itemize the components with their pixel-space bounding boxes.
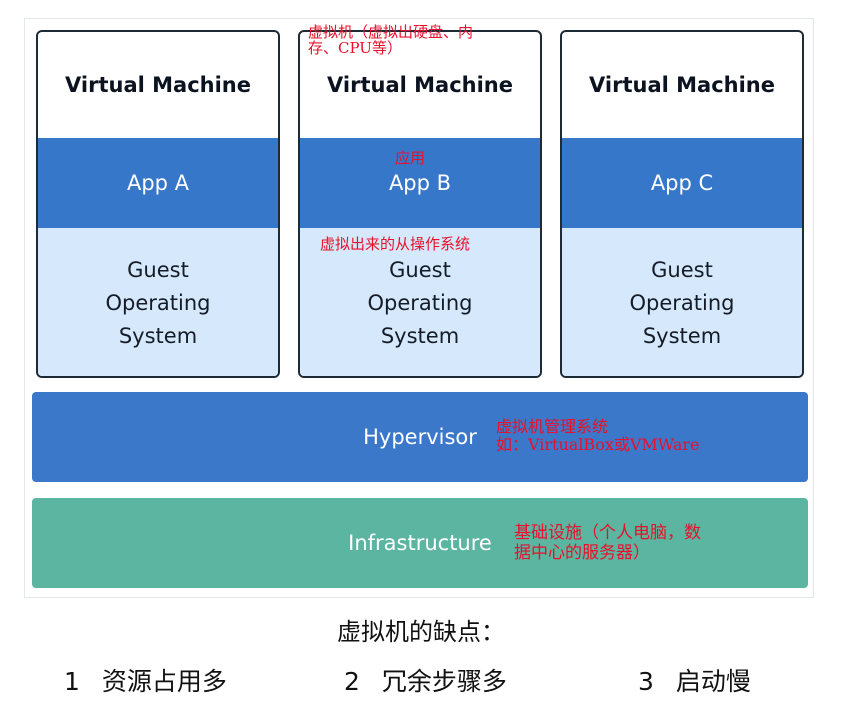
- vm-c-title: Virtual Machine: [589, 73, 775, 97]
- drawback-text: 启动慢: [675, 667, 751, 696]
- vm-b-guest-os: Guest Operating System: [300, 228, 540, 376]
- vm-c-app: App C: [562, 138, 802, 228]
- hypervisor-annotation: 虚拟机管理系统 如：VirtualBox或VMWare: [496, 417, 700, 454]
- vm-annotation: 虚拟机（虚拟出硬盘、内 存、CPU等）: [308, 23, 474, 57]
- hypervisor-layer: Hypervisor: [32, 392, 808, 482]
- drawback-item-3: 3 启动慢: [638, 662, 751, 698]
- infrastructure-layer: Infrastructure: [32, 498, 808, 588]
- virtual-machine-c: Virtual Machine App C Guest Operating Sy…: [560, 30, 804, 378]
- guest-os-annotation: 虚拟出来的从操作系统: [320, 235, 471, 253]
- vm-a-title: Virtual Machine: [65, 73, 251, 97]
- vm-b-title: Virtual Machine: [327, 73, 513, 97]
- virtual-machine-b: Virtual Machine App B Guest Operating Sy…: [298, 30, 542, 378]
- vm-a-app: App A: [38, 138, 278, 228]
- vm-c-guest-os: Guest Operating System: [562, 228, 802, 376]
- drawback-item-2: 2 冗余步骤多: [344, 662, 507, 698]
- infrastructure-annotation: 基础设施（个人电脑，数 据中心的服务器）: [514, 523, 701, 563]
- drawback-number: 1: [64, 667, 80, 696]
- virtual-machine-a: Virtual Machine App A Guest Operating Sy…: [36, 30, 280, 378]
- app-annotation: 应用: [395, 149, 426, 167]
- drawback-number: 2: [344, 667, 360, 696]
- drawback-number: 3: [638, 667, 654, 696]
- drawback-text: 资源占用多: [101, 667, 227, 696]
- vm-a-guest-os: Guest Operating System: [38, 228, 278, 376]
- vm-b-app: App B: [300, 138, 540, 228]
- drawback-item-1: 1 资源占用多: [64, 662, 227, 698]
- drawbacks-caption: 虚拟机的缺点：: [337, 618, 505, 646]
- drawback-text: 冗余步骤多: [381, 667, 507, 696]
- infrastructure-label: Infrastructure: [348, 531, 492, 555]
- hypervisor-label: Hypervisor: [363, 425, 477, 449]
